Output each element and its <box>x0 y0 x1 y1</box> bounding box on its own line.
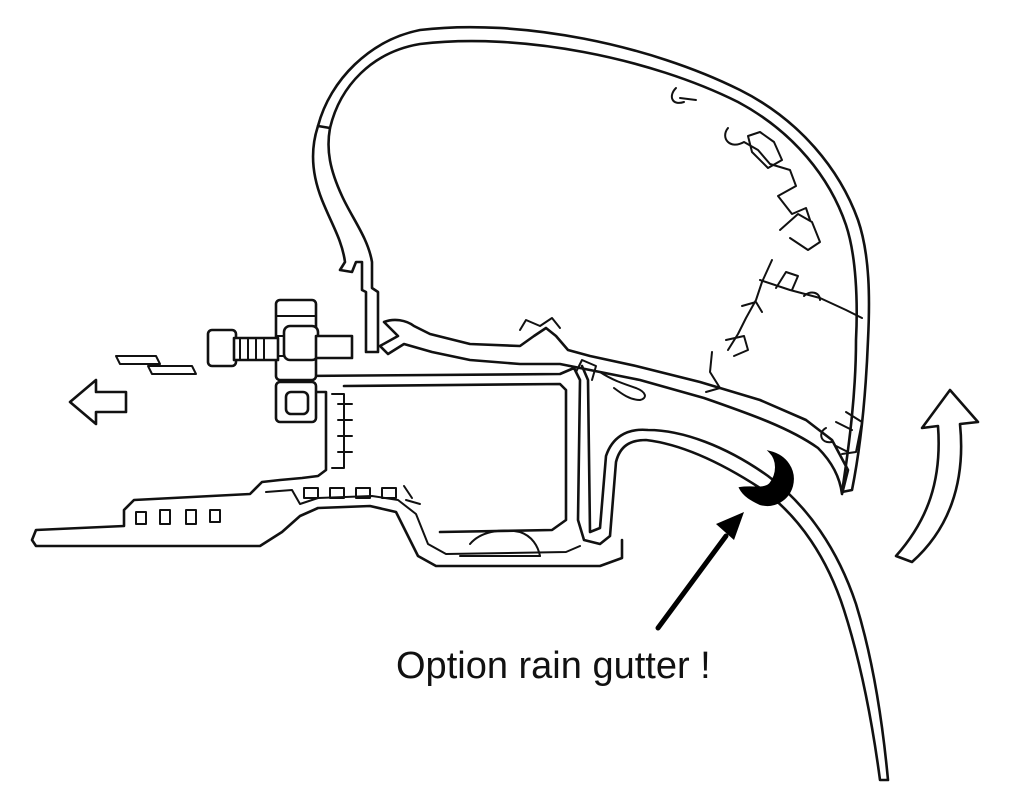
left-arrow-icon <box>68 378 128 426</box>
curved-up-arrow-icon <box>894 388 980 564</box>
adapter-profile <box>378 317 850 496</box>
annotation-label: Option rain gutter ! <box>396 645 711 687</box>
rain-gutter <box>738 450 794 506</box>
motion-lines <box>115 355 197 375</box>
pointer-arrow-icon <box>655 512 744 631</box>
mounting-bracket <box>30 364 890 782</box>
hex-bolt-icon <box>206 298 354 424</box>
awning-cassette <box>311 25 871 494</box>
